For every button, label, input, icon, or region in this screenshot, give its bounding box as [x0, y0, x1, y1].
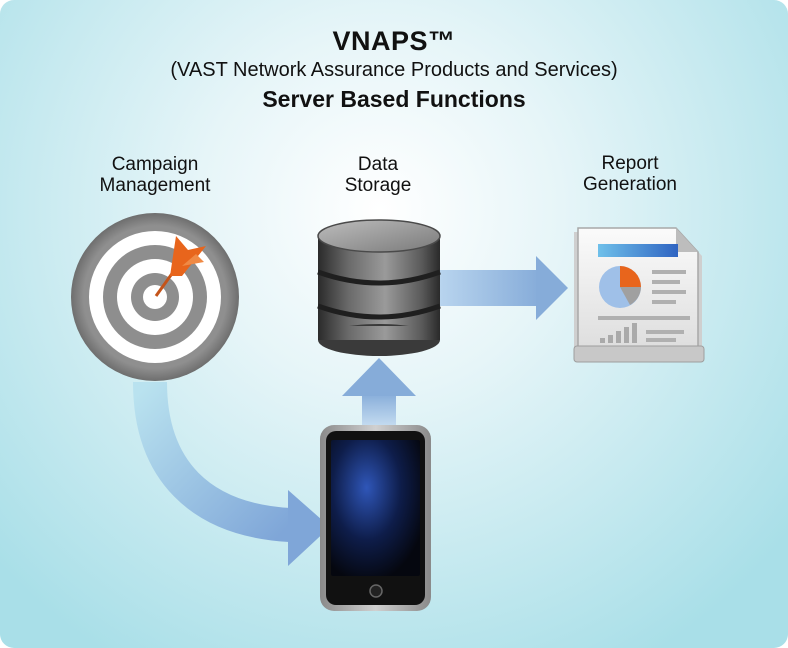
- diagram-title: VNAPS™: [332, 26, 456, 56]
- diagram-subtitle: (VAST Network Assurance Products and Ser…: [170, 59, 618, 81]
- campaign-label-line1: Campaign: [111, 154, 199, 175]
- storage-label-line2: Storage: [344, 175, 412, 196]
- target-dart-icon: [71, 213, 239, 381]
- report-document-icon: [573, 227, 705, 363]
- database-icon: [317, 219, 441, 356]
- arrow-storage-to-report: [440, 256, 568, 320]
- storage-label-line1: Data: [357, 154, 399, 175]
- campaign-management-label: Campaign Management: [60, 154, 250, 196]
- report-generation-label: Report Generation: [540, 153, 720, 195]
- curved-arrow-campaign-to-device: [133, 381, 330, 566]
- data-storage-label: Data Storage: [290, 154, 466, 196]
- campaign-label-line2: Management: [99, 175, 211, 196]
- arrow-device-to-storage: [342, 358, 416, 427]
- diagram-heading: Server Based Functions: [262, 86, 526, 112]
- report-label-line2: Generation: [582, 174, 677, 195]
- report-label-line1: Report: [601, 153, 659, 174]
- smartphone-icon: [320, 425, 431, 611]
